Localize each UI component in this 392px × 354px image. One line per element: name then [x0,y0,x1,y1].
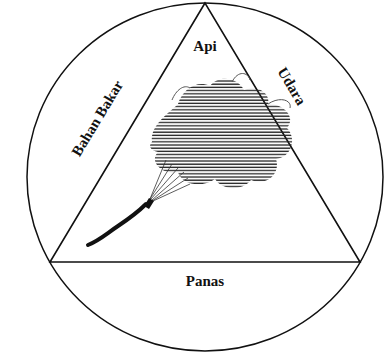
side-label: Bahan Bakar [70,78,127,159]
spray [150,160,190,201]
triangle [50,3,360,262]
hose [88,204,146,245]
side-label: Api [193,39,216,54]
nozzle [144,198,154,209]
side-label: Panas [186,274,224,289]
outer-circle [27,3,383,351]
flame [150,79,292,188]
flame-tongues [172,74,290,109]
side-label: Udara [274,65,308,108]
